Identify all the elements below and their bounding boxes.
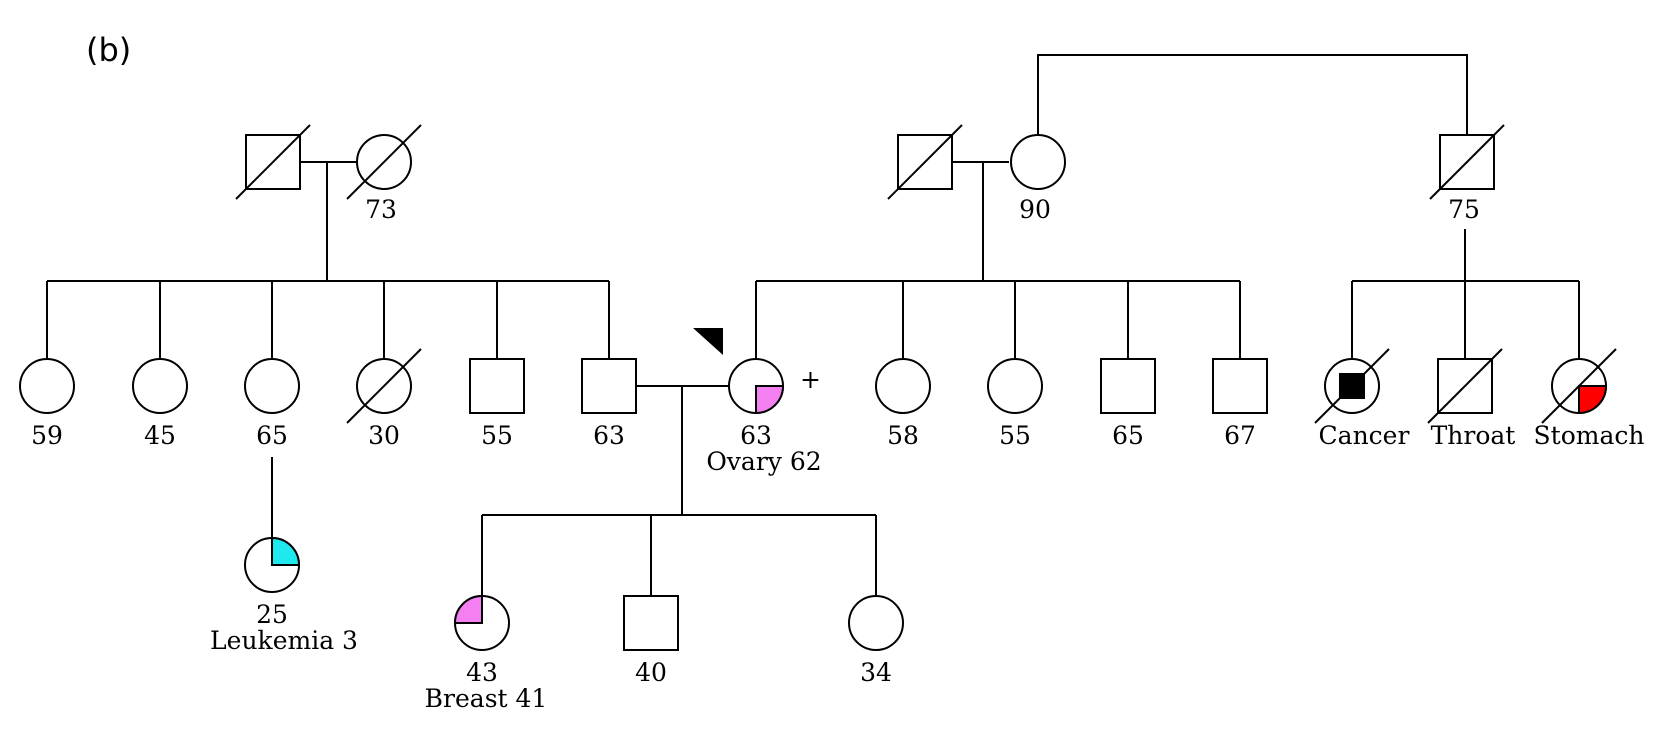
sibling-drops-cousins xyxy=(1351,281,1580,358)
individual-g2-aunt-30 xyxy=(346,348,422,424)
deceased-slash xyxy=(235,124,311,200)
individual-g3-daughter-43 xyxy=(453,594,510,651)
panel-label: (b) xyxy=(86,31,131,69)
individual-g2-cousin-stomach xyxy=(1541,348,1617,424)
individual-g2-uncle-55 xyxy=(469,358,525,414)
age-label: 59 xyxy=(31,421,63,450)
female-symbol xyxy=(1010,134,1066,190)
age-label: 40 xyxy=(635,658,667,687)
age-label: 73 xyxy=(365,195,397,224)
individual-g1-maternal-gm xyxy=(1010,134,1066,190)
affected-quadrant xyxy=(453,594,483,624)
female-symbol xyxy=(875,358,931,414)
individual-g2-father xyxy=(581,358,637,414)
individual-g2-uncle-65 xyxy=(1100,358,1156,414)
deceased-slash xyxy=(346,124,422,200)
age-label: 25 xyxy=(256,600,288,629)
individuals xyxy=(19,124,1617,651)
age-label: 34 xyxy=(860,658,892,687)
age-label: 55 xyxy=(481,421,513,450)
deceased-slash xyxy=(1427,348,1503,424)
sibling-drops-paternal xyxy=(46,281,610,358)
age-label: 67 xyxy=(1224,421,1256,450)
individual-g2-aunt-55 xyxy=(987,358,1043,414)
age-label: 43 xyxy=(466,658,498,687)
individual-g3-daughter-34 xyxy=(848,595,904,651)
individual-g1-paternal-gf xyxy=(235,124,311,200)
diagnosis-label: Ovary 62 xyxy=(706,447,821,476)
female-symbol xyxy=(132,358,188,414)
deceased-slash xyxy=(1541,348,1617,424)
affected-quadrant xyxy=(271,536,301,566)
individual-g1-paternal-gm xyxy=(346,124,422,200)
individual-g2-aunt-45 xyxy=(132,358,188,414)
age-label: 58 xyxy=(887,421,919,450)
individual-g1-maternal-gf xyxy=(887,124,963,200)
age-label: 90 xyxy=(1019,195,1051,224)
male-symbol xyxy=(623,595,679,651)
male-symbol xyxy=(1212,358,1268,414)
age-label: 63 xyxy=(593,421,625,450)
diagnosis-label: Throat xyxy=(1431,421,1516,450)
age-label: 65 xyxy=(1112,421,1144,450)
individual-g2-aunt-65 xyxy=(244,358,300,414)
diagnosis-label: Leukemia 3 xyxy=(210,626,358,655)
individual-g2-mother xyxy=(728,358,785,415)
age-label: 30 xyxy=(368,421,400,450)
diagnosis-label: Cancer xyxy=(1319,421,1410,450)
age-label: 63 xyxy=(740,421,772,450)
affected-quadrant xyxy=(1578,385,1608,415)
proband-arrow-icon xyxy=(693,328,723,355)
individual-g2-cousin-throat xyxy=(1427,348,1503,424)
individual-g2-aunt-58 xyxy=(875,358,931,414)
individual-g3-son-40 xyxy=(623,595,679,651)
age-label: 55 xyxy=(999,421,1031,450)
individual-g3-cousin-25 xyxy=(244,536,301,593)
female-symbol xyxy=(987,358,1043,414)
deceased-slash xyxy=(346,348,422,424)
individual-g1-great-uncle xyxy=(1429,124,1505,200)
deceased-slash xyxy=(1314,348,1390,424)
age-label: 65 xyxy=(256,421,288,450)
individual-g2-cousin-cancer xyxy=(1314,348,1390,424)
male-symbol xyxy=(581,358,637,414)
male-symbol xyxy=(1100,358,1156,414)
female-symbol xyxy=(244,358,300,414)
diagnosis-label: Breast 41 xyxy=(425,684,548,713)
relationship-lines xyxy=(46,54,1580,595)
deceased-slash xyxy=(1429,124,1505,200)
affected-quadrant xyxy=(755,385,785,415)
sibling-drops-children xyxy=(481,515,877,595)
carrier-mark: + xyxy=(800,365,821,394)
age-label: 45 xyxy=(144,421,176,450)
female-symbol xyxy=(19,358,75,414)
individual-g2-aunt-59 xyxy=(19,358,75,414)
male-symbol xyxy=(469,358,525,414)
deceased-slash xyxy=(887,124,963,200)
sibling-drops-maternal xyxy=(755,281,1241,358)
sibling-line-maternal-g1 xyxy=(1037,54,1468,136)
diagnosis-label: Stomach xyxy=(1534,421,1645,450)
individual-g2-uncle-67 xyxy=(1212,358,1268,414)
female-symbol xyxy=(848,595,904,651)
age-label: 75 xyxy=(1448,195,1480,224)
